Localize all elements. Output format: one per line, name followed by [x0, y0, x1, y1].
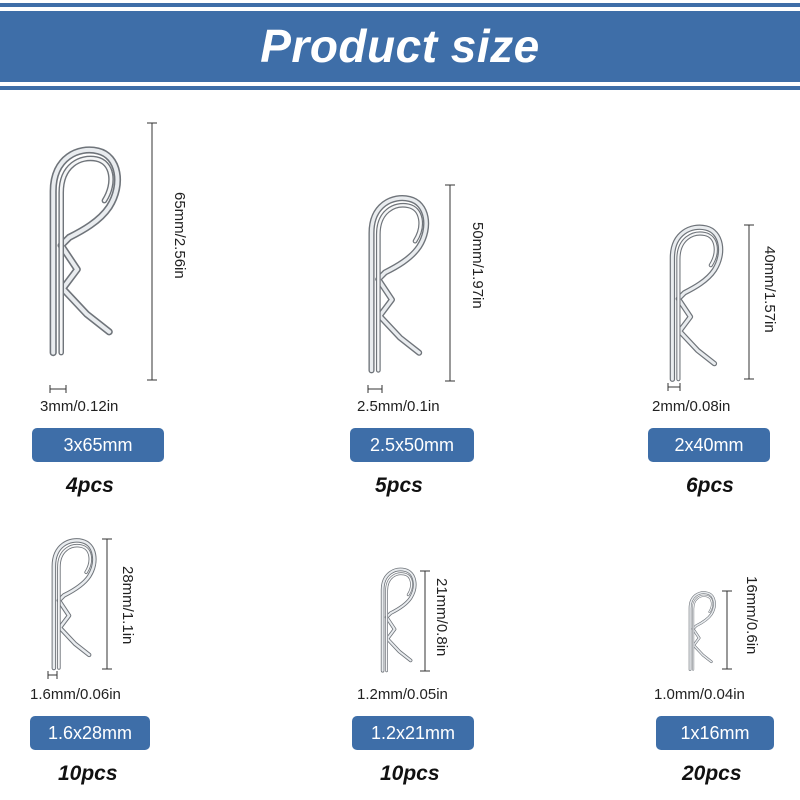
- r-clip-pin-image: [664, 222, 724, 384]
- quantity-label: 10pcs: [380, 762, 440, 785]
- quantity-label: 10pcs: [58, 762, 118, 785]
- size-badge: 1x16mm: [656, 716, 774, 750]
- quantity-label: 20pcs: [682, 762, 742, 785]
- quantity-label: 5pcs: [375, 474, 423, 497]
- product-card-1.2x21: 21mm/0.8in 1.2mm/0.05in 1.2x21mm 10pcs: [0, 0, 474, 785]
- size-badge: 3x65mm: [32, 428, 164, 462]
- diameter-label: 3mm/0.12in: [40, 398, 119, 415]
- product-card-1.6x28: 28mm/1.1in 1.6mm/0.06in 1.6x28mm 10pcs: [0, 0, 260, 785]
- diameter-label: 1.6mm/0.06in: [30, 686, 121, 703]
- height-dimension-line: [445, 184, 455, 382]
- diameter-label: 2.5mm/0.1in: [357, 398, 440, 415]
- header-band: [0, 11, 800, 82]
- diameter-label: 2mm/0.08in: [652, 398, 731, 415]
- diameter-dimension-line: [367, 385, 383, 393]
- r-clip-pin-image: [362, 184, 430, 384]
- header-banner: Product size: [0, 0, 800, 96]
- product-card-3x65: 65mm/2.56in 3mm/0.12in 3x65mm 4pcs: [0, 0, 260, 497]
- diameter-dimension-line: [667, 383, 681, 391]
- height-label: 28mm/1.1in: [119, 566, 136, 645]
- r-clip-pin-image: [374, 566, 420, 674]
- height-dimension-line: [722, 590, 732, 670]
- size-badge: 2x40mm: [648, 428, 770, 462]
- quantity-label: 4pcs: [66, 474, 114, 497]
- height-label: 21mm/0.8in: [433, 578, 450, 657]
- diameter-label: 1.2mm/0.05in: [357, 686, 448, 703]
- size-badge: 1.6x28mm: [30, 716, 150, 750]
- height-dimension-line: [420, 570, 430, 672]
- height-dimension-line: [147, 122, 157, 381]
- header-top-stripe: [0, 3, 800, 7]
- size-badge: 1.2x21mm: [352, 716, 474, 750]
- height-dimension-line: [102, 538, 112, 670]
- quantity-label: 6pcs: [686, 474, 734, 497]
- diameter-dimension-line: [49, 385, 67, 393]
- height-label: 16mm/0.6in: [743, 576, 760, 655]
- product-card-2.5x50: 50mm/1.97in 2.5mm/0.1in 2.5x50mm 5pcs: [0, 0, 486, 497]
- product-card-2x40: 40mm/1.57in 2mm/0.08in 2x40mm 6pcs: [0, 0, 778, 497]
- height-dimension-line: [744, 224, 754, 380]
- diameter-label: 1.0mm/0.04in: [654, 686, 745, 703]
- diameter-dimension-line: [47, 671, 58, 679]
- r-clip-pin-image: [44, 536, 100, 672]
- size-badge: 2.5x50mm: [350, 428, 474, 462]
- product-card-1x16: 16mm/0.6in 1.0mm/0.04in 1x16mm 20pcs: [0, 0, 774, 785]
- header-bottom-stripe: [0, 86, 800, 90]
- height-label: 50mm/1.97in: [469, 222, 486, 309]
- page-title: Product size: [260, 20, 540, 72]
- r-clip-pin-image: [688, 591, 716, 672]
- height-label: 40mm/1.57in: [761, 246, 778, 333]
